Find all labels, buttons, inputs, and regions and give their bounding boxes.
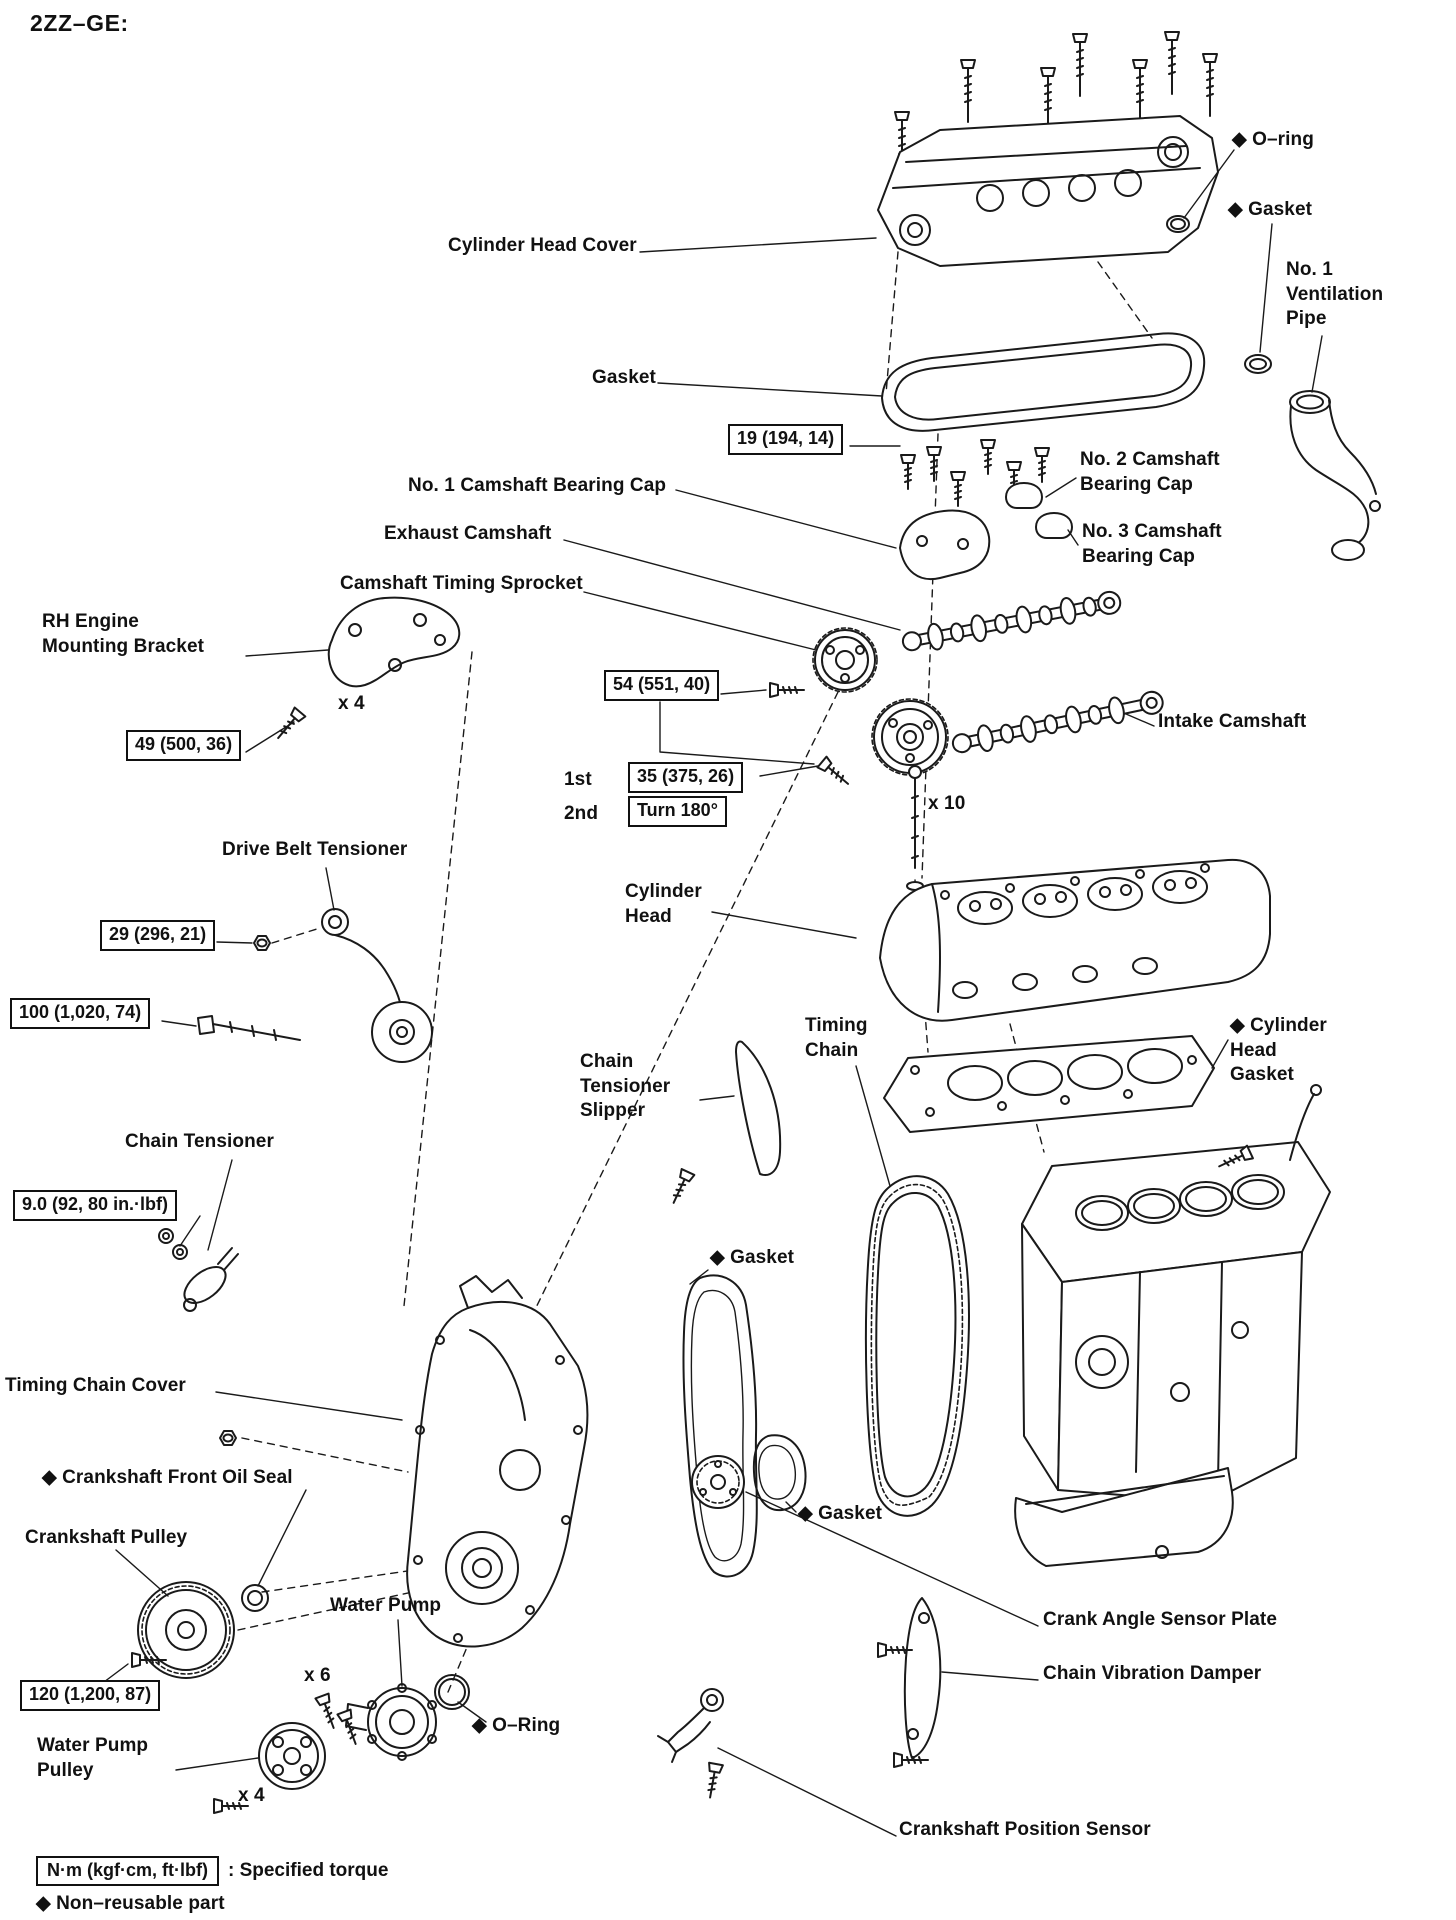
- rh-mounting-bracket-art: [271, 596, 461, 744]
- label-first-pass: 1st: [564, 769, 592, 790]
- label-water-pump-pulley: Water Pump Pulley: [37, 1735, 149, 1781]
- label-cylinder-head: Cylinder Head: [625, 881, 702, 927]
- page-title: 2ZZ–GE:: [30, 10, 129, 36]
- cylinder-head-cover-art: [877, 115, 1219, 267]
- torque-spec-bearing-cap-bolts: 19 (194, 14): [728, 424, 844, 455]
- chain-vibration-damper-art: [877, 1597, 942, 1768]
- o-ring-art: [1166, 215, 1190, 233]
- label-rh-mounting-bracket: RH Engine Mounting Bracket: [42, 611, 205, 657]
- torque-spec-chain-tensioner-bolt: 9.0 (92, 80 in.·lbf): [13, 1190, 178, 1221]
- label-water-pump-gasket: ◆ Gasket: [798, 1503, 883, 1524]
- water-pump-o-ring-art: [434, 1674, 470, 1710]
- torque-spec-bracket-bolts: 49 (500, 36): [126, 730, 242, 761]
- label-crankshaft-pulley: Crankshaft Pulley: [25, 1527, 188, 1548]
- cylinder-head-gasket-art: [883, 1035, 1215, 1133]
- camshaft-timing-sprocket-art: [812, 627, 949, 776]
- label-valve-cover-gasket: Gasket: [592, 367, 656, 388]
- ventilation-pipe-art: [1289, 390, 1381, 561]
- label-water-pump-o-ring: ◆ O–Ring: [472, 1715, 561, 1736]
- label-chain-tensioner-slipper: Chain Tensioner Slipper: [580, 1051, 671, 1122]
- label-no1-bearing-cap: No. 1 Camshaft Bearing Cap: [408, 475, 667, 496]
- non-reusable-legend: ◆ Non–reusable part: [36, 1893, 225, 1914]
- label-water-pump: Water Pump: [330, 1595, 442, 1616]
- label-exhaust-camshaft: Exhaust Camshaft: [384, 523, 552, 544]
- label-ventilation-pipe: No. 1 Ventilation Pipe: [1286, 259, 1384, 330]
- torque-spec-head-bolt-first: 35 (375, 26): [628, 762, 744, 793]
- torque-spec-sprocket-bolt: 54 (551, 40): [604, 670, 720, 701]
- front-cover-gasket-art: [682, 1274, 758, 1578]
- label-timing-chain: Timing Chain: [805, 1015, 868, 1061]
- torque-spec-crank-pulley-bolt: 120 (1,200, 87): [20, 1680, 161, 1711]
- label-vent-gasket: ◆ Gasket: [1228, 199, 1313, 220]
- intake-camshaft-art: [951, 690, 1164, 754]
- label-cylinder-head-gasket: ◆ Cylinder Head Gasket: [1230, 1015, 1327, 1086]
- torque-legend: N·m (kgf·cm, ft·lbf) : Specified torque: [36, 1856, 388, 1886]
- crankshaft-position-sensor-art: [657, 1688, 724, 1800]
- cylinder-head-art: [879, 858, 1271, 1022]
- label-second-pass: 2nd: [564, 803, 599, 824]
- timing-chain-art: [864, 1175, 970, 1517]
- torque-spec-tensioner-nut: 29 (296, 21): [100, 920, 216, 951]
- label-crank-angle-sensor-plate: Crank Angle Sensor Plate: [1043, 1609, 1277, 1630]
- leader-lines: [95, 149, 1323, 1837]
- camshaft-bearing-caps-art: [899, 482, 1073, 581]
- label-camshaft-timing-sprocket: Camshaft Timing Sprocket: [340, 573, 583, 594]
- label-drive-belt-tensioner: Drive Belt Tensioner: [222, 839, 408, 860]
- water-pump-pulley-art: [213, 1722, 326, 1814]
- head-bolt-art: [906, 765, 924, 891]
- torque-legend-text: : Specified torque: [227, 1860, 389, 1881]
- water-pump-art: [314, 1683, 437, 1761]
- label-chain-vibration-damper: Chain Vibration Damper: [1043, 1663, 1262, 1684]
- label-crankshaft-position-sensor: Crankshaft Position Sensor: [899, 1819, 1151, 1840]
- crankshaft-pulley-art: [131, 1581, 235, 1679]
- exhaust-camshaft-art: [901, 590, 1122, 652]
- label-timing-chain-cover: Timing Chain Cover: [5, 1375, 186, 1396]
- torque-spec-tensioner-bolt: 100 (1,020, 74): [10, 998, 151, 1029]
- label-no2-bearing-cap: No. 2 Camshaft Bearing Cap: [1080, 449, 1220, 495]
- label-x4-pulley-bolts: x 4: [238, 1785, 265, 1806]
- drive-belt-tensioner-art: [197, 908, 433, 1063]
- chain-tensioner-slipper-art: [666, 1040, 782, 1207]
- ventilation-gasket-art: [1244, 354, 1272, 374]
- label-intake-camshaft: Intake Camshaft: [1158, 711, 1307, 732]
- label-chain-tensioner: Chain Tensioner: [125, 1131, 274, 1152]
- engine-block-art: [1014, 1084, 1331, 1567]
- torque-unit-box: N·m (kgf·cm, ft·lbf): [36, 1856, 219, 1886]
- crankshaft-front-oil-seal-art: [241, 1584, 269, 1612]
- label-cylinder-head-cover: Cylinder Head Cover: [448, 235, 637, 256]
- label-front-cover-gasket: ◆ Gasket: [710, 1247, 795, 1268]
- label-x10-head-bolts: x 10: [928, 793, 966, 814]
- sprocket-bolts: [769, 682, 854, 791]
- chain-tensioner-art: [158, 1228, 239, 1312]
- label-no3-bearing-cap: No. 3 Camshaft Bearing Cap: [1082, 521, 1222, 567]
- label-o-ring: ◆ O–ring: [1232, 129, 1314, 150]
- timing-chain-cover-art: [219, 1275, 589, 1648]
- label-crankshaft-front-oil-seal: ◆ Crankshaft Front Oil Seal: [42, 1467, 293, 1488]
- crank-angle-sensor-plate-art: [691, 1455, 745, 1509]
- valve-cover-gasket-art: [881, 332, 1206, 432]
- torque-spec-head-bolt-second: Turn 180°: [628, 796, 727, 827]
- label-x4-bracket: x 4: [338, 693, 365, 714]
- water-pump-gasket-art: [752, 1434, 807, 1512]
- alignment-dashed-lines: [237, 251, 1153, 1693]
- label-x6-water-pump: x 6: [304, 1665, 331, 1686]
